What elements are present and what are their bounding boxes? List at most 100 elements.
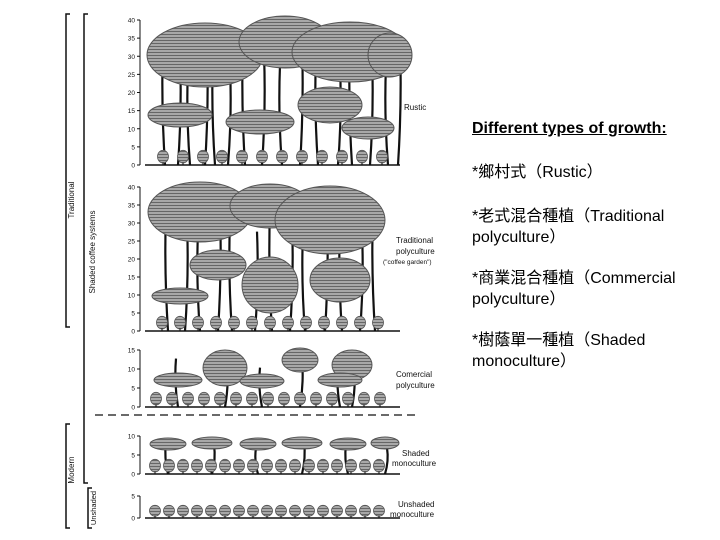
tree-canopy [147,102,213,128]
coffee-shrub [163,504,175,517]
coffee-shrub [326,391,338,406]
bracket-traditional [65,13,70,328]
tree-canopy [309,257,371,303]
coffee-shrub [345,458,357,473]
axis-tick-label: 5 [131,311,135,318]
coffee-shrub [192,315,204,330]
panel-label-line: Shaded [402,449,430,458]
tree-canopy [329,437,367,451]
coffee-shrub [262,391,274,406]
coffee-shrub [177,458,189,473]
coffee-shrub [359,504,371,517]
axis-tick-label: 15 [128,275,136,282]
coffee-shrub [246,391,258,406]
coffee-shrub [182,391,194,406]
tree-trunk [260,53,266,166]
axis-tick-label: 0 [131,472,135,479]
coffee-shrub [331,504,343,517]
coffee-shrub [150,391,162,406]
coffee-shrub [177,504,189,517]
coffee-shrub [228,315,240,330]
tree-canopy [317,372,363,388]
coffee-shrub [359,458,371,473]
axis-tick-label: 15 [128,108,136,115]
panel-label-line: Unshaded [398,500,434,509]
coffee-shrub [216,149,228,164]
tree-canopy [191,436,233,450]
coffee-shrub [156,315,168,330]
tree-canopy [281,347,319,373]
coffee-shrub [275,458,287,473]
tree-canopy [367,32,413,78]
note-shaded-monoculture: *樹蔭單一種植（Shaded monoculture） [472,332,646,370]
axis-tick-label: 5 [131,453,135,460]
tree-canopy [189,249,247,281]
tree-canopy [241,256,299,314]
axis-tick-label: 0 [131,516,135,523]
bracket-label-modern: Modern [67,456,76,483]
coffee-systems-diagram: Traditional Shaded coffee systems Modern… [65,13,437,529]
axis-tick-label: 10 [128,434,136,441]
tree-canopy [151,287,209,305]
axis-tick-label: 30 [128,221,136,228]
coffee-shrub [358,391,370,406]
coffee-shrub [278,391,290,406]
coffee-shrub [282,315,294,330]
coffee-shrub [373,504,385,517]
coffee-shrub [261,458,273,473]
bracket-shaded-systems [83,13,88,484]
note-traditional-polyculture: *老式混合種植（Traditional polyculture） [472,208,665,246]
note-rustic: *鄉村式（Rustic） [472,164,603,181]
coffee-shrub [191,504,203,517]
coffee-shrub [372,315,384,330]
coffee-shrub [275,504,287,517]
axis-tick-label: 0 [131,163,135,170]
panel-label-line: polyculture [396,381,435,390]
coffee-shrub [197,149,209,164]
panel-traditional-polyculture: 4035302520151050Traditionalpolyculture("… [128,181,435,336]
coffee-shrub [300,315,312,330]
axis-tick-label: 5 [131,144,135,151]
coffee-shrub [336,315,348,330]
bracket-label-traditional: Traditional [67,181,76,218]
coffee-shrub [264,315,276,330]
coffee-shrub [247,458,259,473]
tree-canopy [239,373,285,389]
tree-canopy [341,116,395,140]
panel-label-line: Rustic [404,103,426,112]
axis-tick-label: 40 [128,18,136,25]
coffee-shrub [310,391,322,406]
tree-canopy [370,436,400,450]
coffee-shrub [230,391,242,406]
coffee-shrub [246,315,258,330]
tree-canopy [225,109,295,135]
coffee-shrub [317,458,329,473]
tree-canopy [281,436,323,450]
tree-canopy [297,86,363,124]
axis-tick-label: 10 [128,293,136,300]
tree-canopy [274,185,386,255]
coffee-shrub [356,149,368,164]
coffee-shrub [163,458,175,473]
axis-tick-label: 5 [131,494,135,501]
tree-trunk [384,64,390,166]
coffee-shrub [149,504,161,517]
tree-canopy [149,437,187,451]
coffee-shrub [205,504,217,517]
coffee-shrub [210,315,222,330]
coffee-shrub [247,504,259,517]
bracket-label-unshaded: Unshaded [89,491,98,525]
coffee-shrub [354,315,366,330]
coffee-shrub [318,315,330,330]
coffee-shrub [214,391,226,406]
coffee-shrub [233,458,245,473]
axis-tick-label: 15 [128,348,136,355]
growth-types-notes: Different types of growth: *鄉村式（Rustic） … [472,120,717,392]
bracket-modern [65,423,70,529]
coffee-shrub [177,149,189,164]
axis-tick-label: 0 [131,405,135,412]
coffee-shrub [219,504,231,517]
